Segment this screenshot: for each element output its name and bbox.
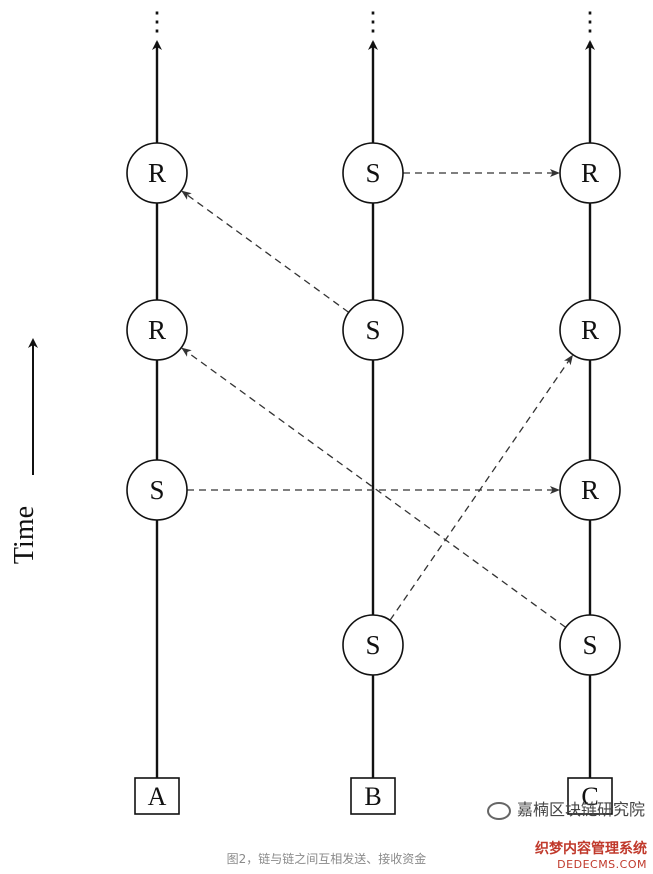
node-B-4 <box>342 142 404 204</box>
chain-label-B: B <box>364 782 381 811</box>
node-B-3 <box>342 299 404 361</box>
chain-labels: A B C <box>134 777 613 815</box>
watermark: 嘉楠区块链研究院 <box>486 796 645 820</box>
wechat-icon <box>486 801 511 820</box>
continuation-dots-A: ⋮ <box>144 7 170 36</box>
node-label-C-1: S <box>582 630 597 660</box>
transfer-arrow-2 <box>181 190 350 313</box>
watermark-text: 嘉楠区块链研究院 <box>516 800 645 819</box>
site-mark: 织梦内容管理系统 DEDECMS.COM <box>535 838 647 871</box>
node-C-2 <box>559 459 621 521</box>
node-label-B-3: S <box>365 315 380 345</box>
node-label-C-3: R <box>581 315 599 345</box>
chain-box-B <box>350 777 396 815</box>
node-A-3 <box>126 299 188 361</box>
continuation-dots-B: ⋮ <box>360 7 386 36</box>
transfer-arrow-5 <box>389 354 573 621</box>
time-axis-label: Time <box>9 506 40 564</box>
continuation-dots-C: ⋮ <box>577 7 603 36</box>
node-B-1 <box>342 614 404 676</box>
node-label-B-4: S <box>365 158 380 188</box>
figure-caption: 图2，链与链之间互相发送、接收资金 <box>226 852 427 866</box>
node-A-4 <box>126 142 188 204</box>
site-mark-cn: 织梦内容管理系统 <box>535 841 647 857</box>
node-label-C-4: R <box>581 158 599 188</box>
transfer-arrows <box>181 169 573 628</box>
node-label-A-2: S <box>149 475 164 505</box>
time-axis: Time <box>9 338 40 564</box>
node-label-A-3: R <box>148 315 166 345</box>
node-C-1 <box>559 614 621 676</box>
chain-label-A: A <box>148 782 167 811</box>
node-label-A-4: R <box>148 158 166 188</box>
chain-nodes: R R S S S S R R R S <box>126 142 621 676</box>
node-label-B-1: S <box>365 630 380 660</box>
chain-box-A <box>134 777 180 815</box>
chain-box-C <box>567 777 613 815</box>
chain-label-C: C <box>581 782 598 811</box>
node-label-C-2: R <box>581 475 599 505</box>
node-C-3 <box>559 299 621 361</box>
node-A-2 <box>126 459 188 521</box>
site-mark-en: DEDECMS.COM <box>557 858 647 871</box>
node-C-4 <box>559 142 621 204</box>
